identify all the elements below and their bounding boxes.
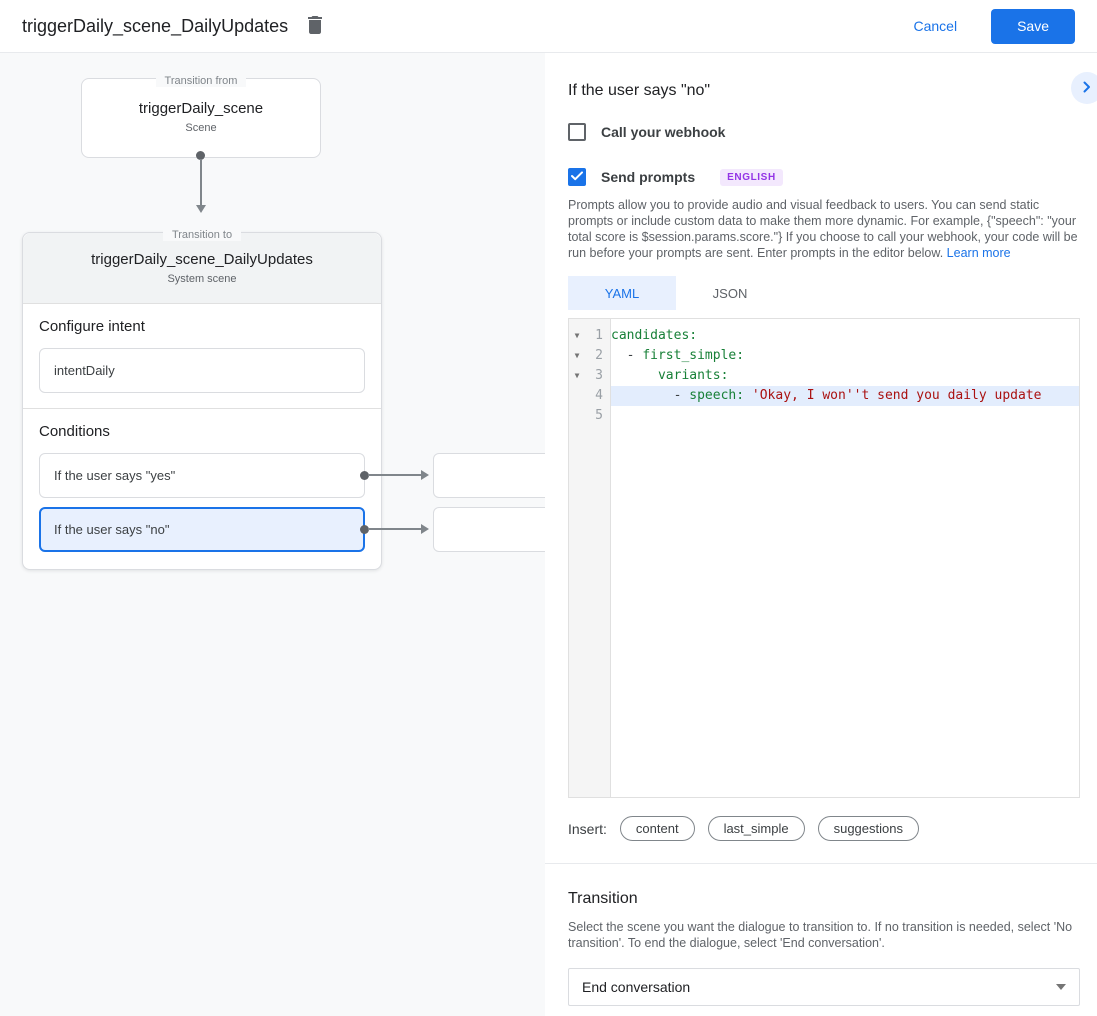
page-title: triggerDaily_scene_DailyUpdates <box>22 15 289 36</box>
prompt-code-editor[interactable]: ▼ 1 ▼ 2 ▼ 3 4 5 candidates: - first_simple:… <box>568 318 1080 798</box>
transition-select-value: End conversation <box>582 979 691 995</box>
connector-dot <box>196 151 205 160</box>
connector-dot <box>360 525 369 534</box>
webhook-label: Call your webhook <box>601 124 726 140</box>
webhook-checkbox[interactable] <box>568 123 586 141</box>
code-token: first_simple: <box>642 348 745 363</box>
tab-yaml[interactable]: YAML <box>568 276 676 310</box>
transition-to-card: Transition to triggerDaily_scene_DailyUp… <box>22 229 382 570</box>
line-number: 2 <box>595 348 603 363</box>
send-prompts-row: Send prompts ENGLISH <box>568 168 1080 186</box>
arrow-right-icon <box>421 470 429 480</box>
condition-detail-panel: If the user says "no" Call your webhook … <box>545 53 1097 1016</box>
insert-row: Insert: content last_simple suggestions <box>568 816 1080 841</box>
code-line: - first_simple: <box>611 346 1079 366</box>
line-number: 4 <box>595 388 603 403</box>
insert-chip-content[interactable]: content <box>619 816 695 841</box>
condition-target-box[interactable] <box>433 507 545 552</box>
webhook-row: Call your webhook <box>568 123 1080 141</box>
connector-line <box>200 159 202 205</box>
connector-line <box>368 528 421 530</box>
scene-flow-canvas: Transition from triggerDaily_scene Scene… <box>0 53 545 1016</box>
code-token <box>611 368 658 383</box>
dropdown-caret-icon <box>1056 984 1066 990</box>
to-scene-title: triggerDaily_scene_DailyUpdates <box>91 251 313 268</box>
fold-arrow-icon[interactable]: ▼ <box>574 351 580 360</box>
line-number: 3 <box>595 368 603 383</box>
transition-select[interactable]: End conversation <box>568 968 1080 1006</box>
editor-code-area[interactable]: candidates: - first_simple: variants: - … <box>611 319 1079 797</box>
send-prompts-label: Send prompts <box>601 169 696 185</box>
transition-from-card[interactable]: Transition from triggerDaily_scene Scene <box>81 75 321 158</box>
code-token: - <box>611 388 690 403</box>
editor-format-tabs: YAML JSON <box>568 276 1080 310</box>
checkmark-icon <box>571 168 583 186</box>
insert-chip-last-simple[interactable]: last_simple <box>707 816 805 841</box>
conditions-label: Conditions <box>39 423 110 440</box>
code-line-active: - speech: 'Okay, I won''t send you daily… <box>611 386 1079 406</box>
configure-intent-section: Configure intent intentDaily <box>23 304 381 408</box>
condition-item-yes[interactable]: If the user says "yes" <box>39 453 365 498</box>
insert-chip-suggestions[interactable]: suggestions <box>817 816 919 841</box>
editor-gutter: ▼ 1 ▼ 2 ▼ 3 4 5 <box>569 319 611 797</box>
code-token: speech: <box>689 388 752 403</box>
conditions-section: Conditions If the user says "yes" If the… <box>23 408 381 567</box>
arrow-down-icon <box>196 205 206 213</box>
trash-icon <box>306 15 324 38</box>
to-scene-subtitle: System scene <box>167 273 237 285</box>
condition-item-no[interactable]: If the user says "no" <box>39 507 365 552</box>
prompts-description: Prompts allow you to provide audio and v… <box>568 197 1080 261</box>
code-token: candidates: <box>611 328 698 343</box>
top-bar: triggerDaily_scene_DailyUpdates Cancel S… <box>0 0 1097 53</box>
insert-label: Insert: <box>568 820 607 837</box>
configure-intent-label: Configure intent <box>39 318 145 335</box>
condition-title: If the user says "no" <box>568 82 711 99</box>
transition-description: Select the scene you want the dialogue t… <box>568 920 1073 950</box>
from-scene-subtitle: Scene <box>185 122 217 134</box>
language-badge: ENGLISH <box>720 168 783 186</box>
code-line <box>611 406 1079 426</box>
save-button[interactable]: Save <box>991 8 1075 44</box>
chevron-right-icon <box>1081 81 1093 96</box>
arrow-right-icon <box>421 524 429 534</box>
section-divider <box>545 863 1097 864</box>
learn-more-link[interactable]: Learn more <box>946 246 1011 260</box>
to-scene-header: triggerDaily_scene_DailyUpdates System s… <box>23 233 381 304</box>
from-scene-title: triggerDaily_scene <box>138 100 264 117</box>
cancel-button[interactable]: Cancel <box>913 18 958 34</box>
connector-line <box>368 474 421 476</box>
code-line: candidates: <box>611 326 1079 346</box>
fold-arrow-icon[interactable]: ▼ <box>574 331 580 340</box>
transition-from-legend: Transition from <box>82 71 320 89</box>
line-number: 5 <box>595 408 603 423</box>
transition-title: Transition <box>568 890 638 907</box>
delete-scene-button[interactable] <box>306 15 324 38</box>
fold-arrow-icon[interactable]: ▼ <box>574 371 580 380</box>
code-token: - <box>611 348 643 363</box>
code-token: variants: <box>657 368 729 383</box>
code-line: variants: <box>611 366 1079 386</box>
code-token: 'Okay, I won''t send you daily update <box>751 388 1042 403</box>
send-prompts-checkbox[interactable] <box>568 168 586 186</box>
prompts-description-text: Prompts allow you to provide audio and v… <box>568 198 1078 260</box>
line-number: 1 <box>595 328 603 343</box>
condition-target-box[interactable] <box>433 453 545 498</box>
collapse-panel-button[interactable] <box>1071 72 1097 104</box>
connector-dot <box>360 471 369 480</box>
tab-json[interactable]: JSON <box>676 276 784 310</box>
intent-item[interactable]: intentDaily <box>39 348 365 393</box>
